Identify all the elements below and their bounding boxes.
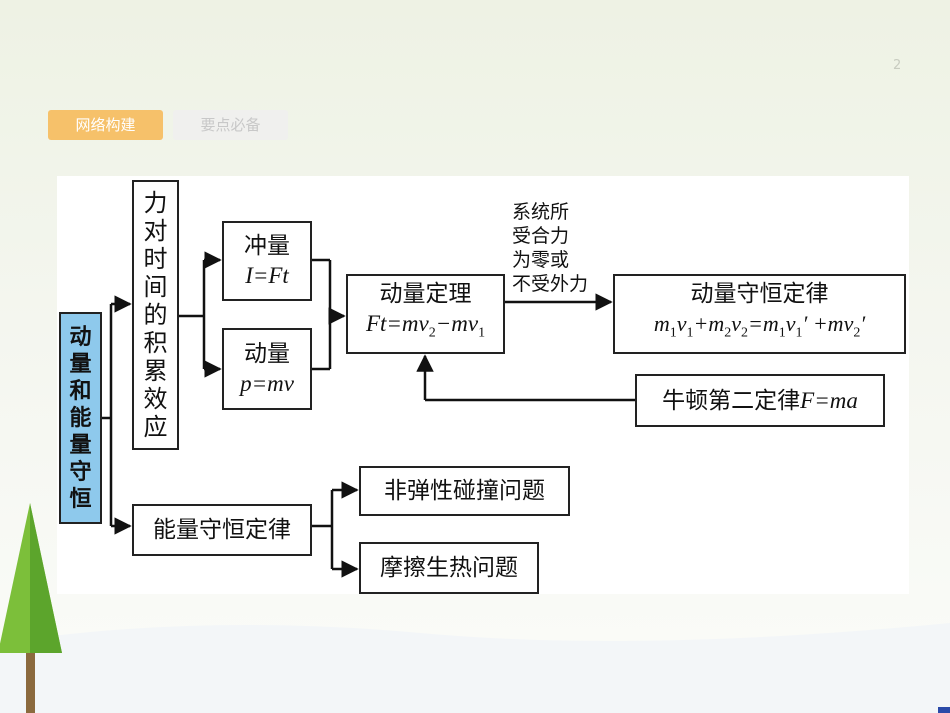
- theorem-node: 动量定理 Ft=mv2−mv1: [346, 274, 505, 354]
- concept-map-panel: 动量和能量守恒 力对时间的积累效应 冲量 I=Ft 动量 p=mv 动量定理 F…: [57, 176, 909, 594]
- page-number: 2: [893, 58, 902, 73]
- conservation-formula: m1v1+m2v2=m1v1′ +mv2′: [653, 311, 866, 341]
- impulse-title: 冲量: [244, 233, 290, 259]
- christmas-tree-decoration: [0, 503, 62, 713]
- conservation-node: 动量守恒定律 m1v1+m2v2=m1v1′ +mv2′: [613, 274, 906, 354]
- newton-node: 牛顿第二定律 F=ma: [635, 374, 885, 427]
- effect-node: 力对时间的积累效应: [132, 180, 179, 450]
- inelastic-label: 非弹性碰撞问题: [384, 478, 545, 504]
- newton-formula: F=ma: [800, 387, 858, 413]
- slide-nav-icon[interactable]: [938, 707, 950, 713]
- energy-node: 能量守恒定律: [132, 504, 312, 556]
- theorem-title: 动量定理: [379, 281, 472, 308]
- impulse-formula: I=Ft: [245, 263, 289, 288]
- friction-node: 摩擦生热问题: [359, 542, 539, 594]
- friction-label: 摩擦生热问题: [380, 555, 518, 581]
- condition-note: 系统所 受合力 为零或 不受外力: [512, 201, 589, 295]
- tab-network-build[interactable]: 网络构建: [48, 110, 163, 140]
- effect-label: 力对时间的积累效应: [143, 189, 168, 441]
- connector-lines: [102, 251, 635, 578]
- impulse-node: 冲量 I=Ft: [222, 221, 312, 301]
- root-node: 动量和能量守恒: [59, 312, 102, 524]
- newton-title: 牛顿第二定律: [662, 387, 801, 414]
- momentum-title: 动量: [244, 341, 290, 367]
- momentum-formula: p=mv: [240, 371, 294, 396]
- tab-key-points[interactable]: 要点必备: [173, 110, 288, 140]
- conservation-title: 动量守恒定律: [690, 281, 829, 308]
- inelastic-node: 非弹性碰撞问题: [359, 466, 570, 516]
- momentum-node: 动量 p=mv: [222, 328, 312, 410]
- theorem-formula: Ft=mv2−mv1: [365, 311, 486, 341]
- snow-ground-decoration: [0, 623, 950, 713]
- root-label: 动量和能量守恒: [69, 324, 92, 512]
- energy-label: 能量守恒定律: [153, 517, 291, 543]
